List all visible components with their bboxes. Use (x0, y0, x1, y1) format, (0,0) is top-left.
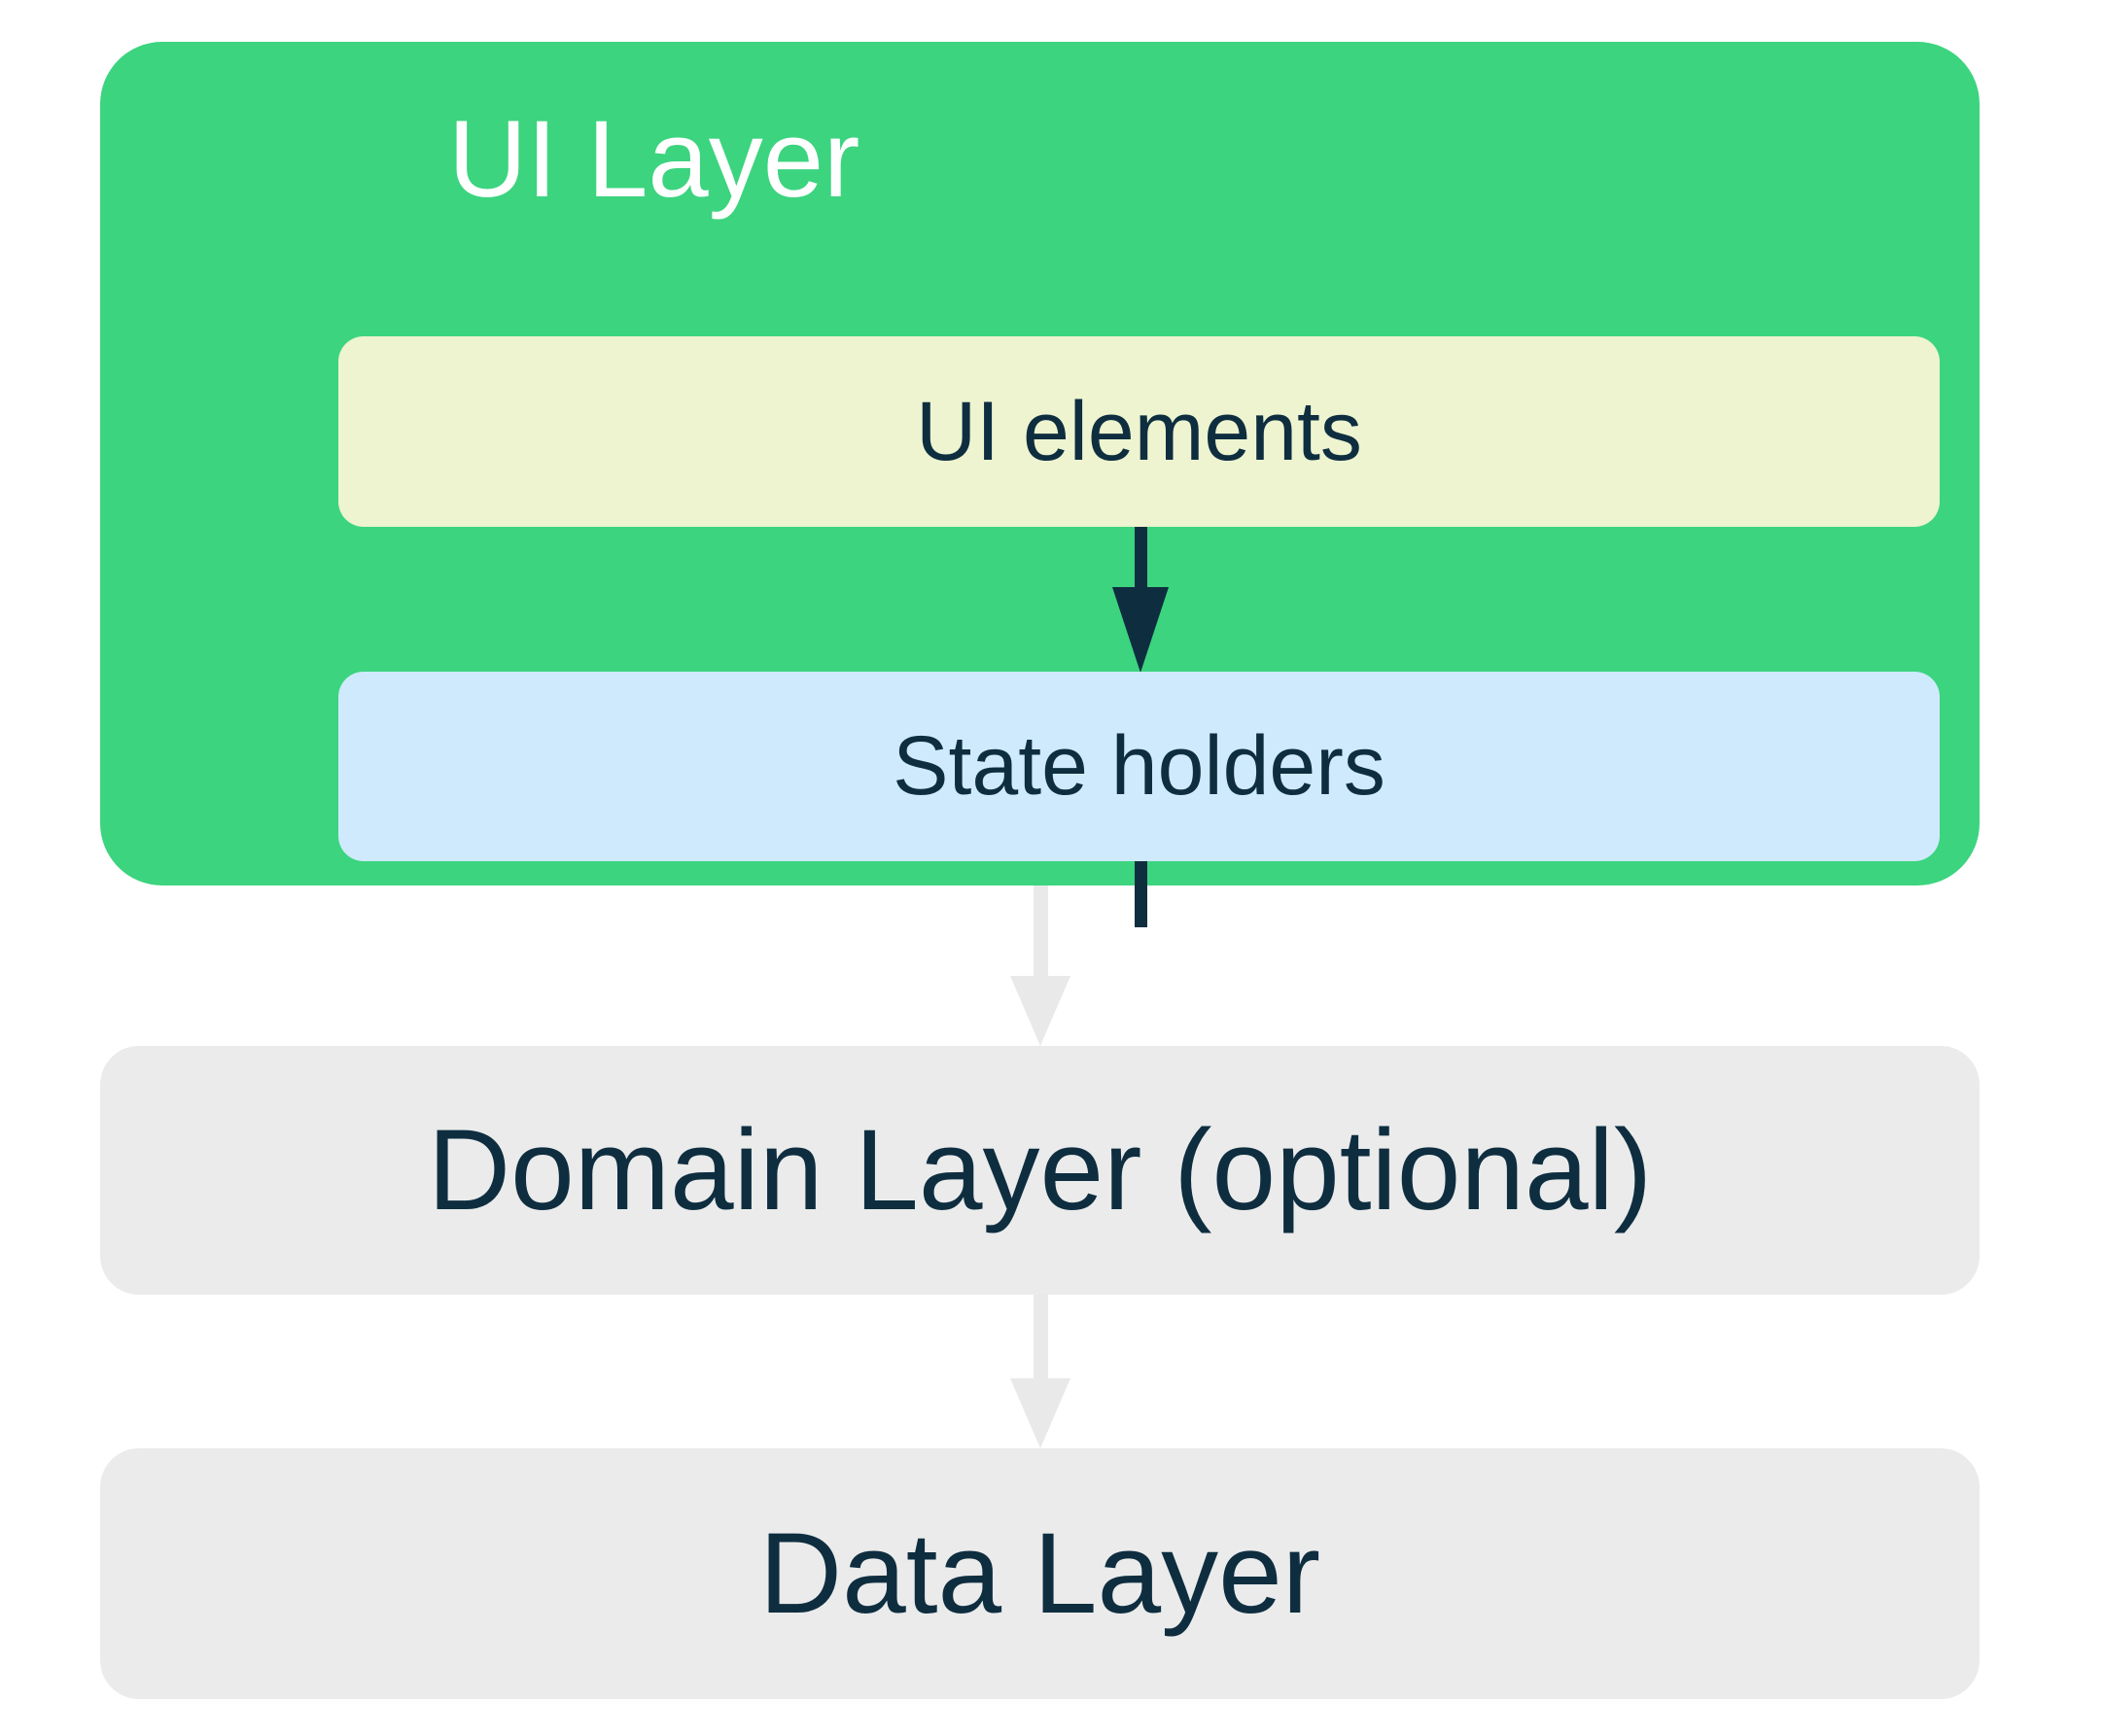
state-holders-label: State holders (893, 719, 1385, 813)
arrow-down-icon (1034, 885, 1048, 979)
arrow-down-icon (1034, 1295, 1048, 1382)
connector-line (1135, 861, 1147, 927)
ui-layer-title: UI Layer (448, 98, 860, 220)
arrow-down-icon (1010, 1378, 1070, 1448)
arrow-down-icon (1112, 587, 1169, 673)
arrow-down-icon (1010, 976, 1070, 1046)
ui-layer-box: UI Layer UI elements State holders (100, 42, 1980, 927)
state-holders-box: State holders (338, 672, 1940, 861)
ui-elements-label: UI elements (916, 384, 1362, 478)
domain-layer-box: Domain Layer (optional) (100, 1046, 1980, 1295)
data-layer-box: Data Layer (100, 1448, 1980, 1699)
ui-elements-box: UI elements (338, 336, 1940, 527)
domain-layer-label: Domain Layer (optional) (427, 1106, 1653, 1234)
arrow-down-icon (1135, 527, 1147, 589)
data-layer-label: Data Layer (758, 1510, 1321, 1638)
